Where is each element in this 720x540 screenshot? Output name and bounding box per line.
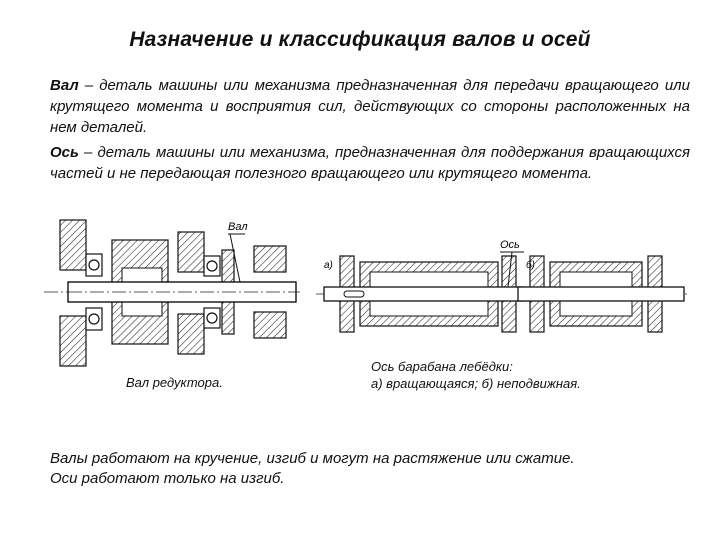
shaft-definition: Вал – деталь машины или механизма предна… <box>50 75 690 138</box>
drum-axle-drawing: а) б) Ось <box>316 239 688 333</box>
drum-caption-line-2: а) вращающаяся; б) неподвижная. <box>371 376 581 391</box>
drum-caption-line-1: Ось барабана лебёдки: <box>371 359 513 374</box>
reducer-shaft-drawing: Вал <box>44 219 302 367</box>
shaft-callout-leader <box>229 233 241 283</box>
bearing-left <box>85 253 103 277</box>
coupling <box>253 245 287 273</box>
page-title: Назначение и классификация валов и осей <box>129 28 591 51</box>
drum-caption: Ось барабана лебёдки: а) вращающаяся; б)… <box>371 358 581 392</box>
bearing-right <box>203 255 221 277</box>
axle-callout-label: Ось <box>500 239 520 251</box>
housing-wall-left <box>59 219 87 271</box>
axle-b <box>517 286 685 302</box>
reducer-caption: Вал редуктора. <box>126 375 223 390</box>
shaft-term: Вал <box>50 77 79 94</box>
variant-a-label: а) <box>324 260 333 271</box>
summary-line-1: Валы работают на кручение, изгиб и могут… <box>50 450 575 467</box>
shaft-definition-text: – деталь машины или механизма предназнач… <box>50 77 690 136</box>
axle-term: Ось <box>50 144 79 161</box>
axle-callout-leader <box>507 251 513 288</box>
axle-definition-text: – деталь машины или механизма, предназна… <box>50 144 690 182</box>
axle-definition: Ось – деталь машины или механизма, предн… <box>50 142 690 184</box>
housing-wall-right <box>177 231 205 273</box>
shaft-callout-label: Вал <box>228 221 248 233</box>
summary: Валы работают на кручение, изгиб и могут… <box>50 449 575 489</box>
summary-line-2: Оси работают только на изгиб. <box>50 470 285 487</box>
